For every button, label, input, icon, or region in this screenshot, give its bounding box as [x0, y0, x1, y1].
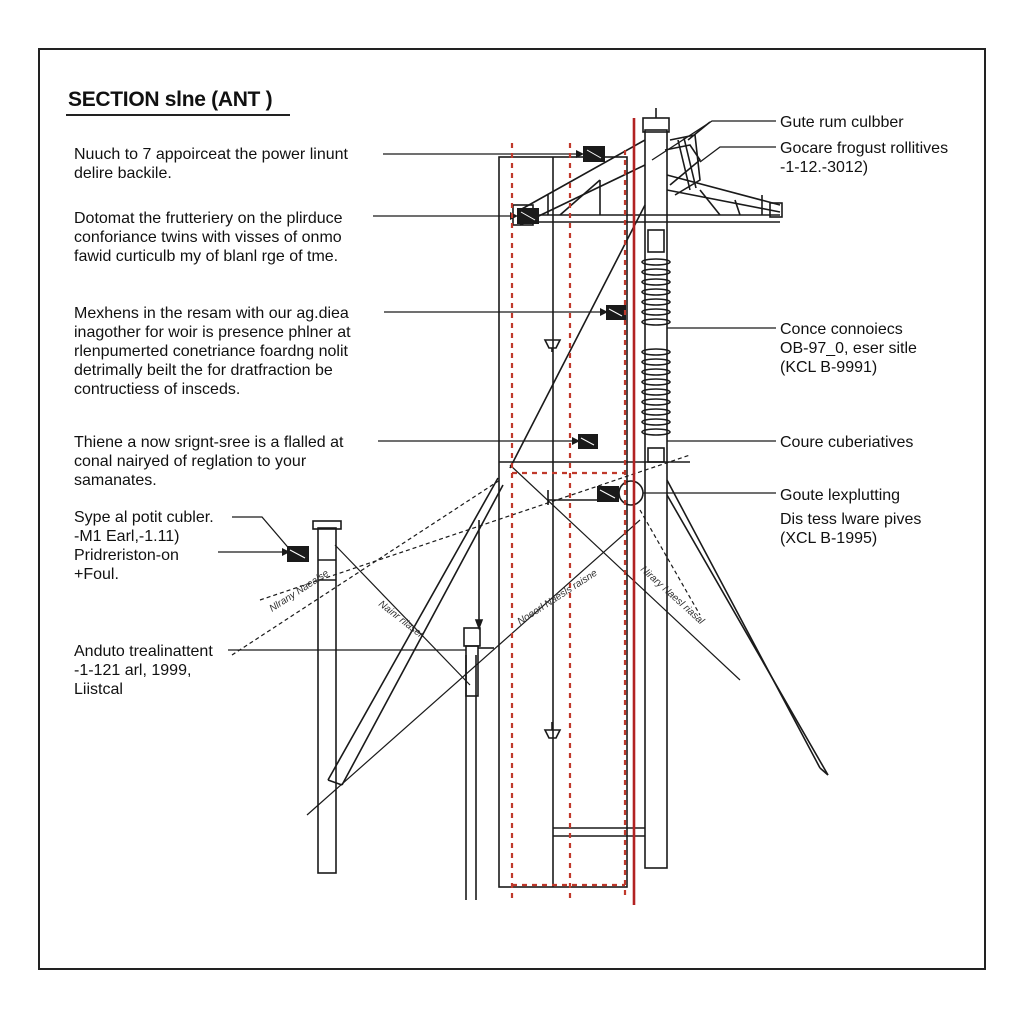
right-note-6: Dis tess lware pives(XCL B-1995)	[780, 511, 922, 547]
title-underline	[66, 114, 290, 116]
middle-small-pole	[463, 520, 494, 900]
right-note-2: Gocare frogust rollitives-1-12.-3012)	[780, 140, 949, 176]
insulator-string	[641, 229, 671, 463]
right-note-1: Gute rum culbber	[780, 114, 904, 131]
guy-wires	[231, 454, 741, 816]
section-title: SECTION slne (ANT )	[68, 88, 273, 111]
left-short-pole	[312, 520, 342, 874]
leader-lines	[218, 120, 776, 651]
support-brace	[509, 204, 646, 469]
strut-label: Nirary Naesl riasal	[638, 564, 707, 627]
clamp-details	[543, 339, 644, 739]
strut-label: Nlrany Naeaise	[268, 568, 332, 615]
main-pole	[644, 129, 668, 869]
right-note-4: Coure cuberiatives	[780, 434, 914, 451]
left-note-4: Thiene a now srignt-sree is a flalled at…	[74, 434, 344, 489]
right-note-5: Goute lexplutting	[780, 487, 901, 504]
section-lines-dashed	[510, 143, 627, 900]
left-note-6: Anduto trealinattent-1-121 arl, 1999,Lii…	[74, 643, 213, 698]
a-frame-legs	[327, 477, 829, 786]
tower-frame	[498, 156, 628, 888]
strut-label: Noeorl Naesls raisne	[516, 567, 600, 627]
left-note-5: Sype al potit cubler.-M1 Earl,-1.11)Prid…	[74, 509, 214, 583]
